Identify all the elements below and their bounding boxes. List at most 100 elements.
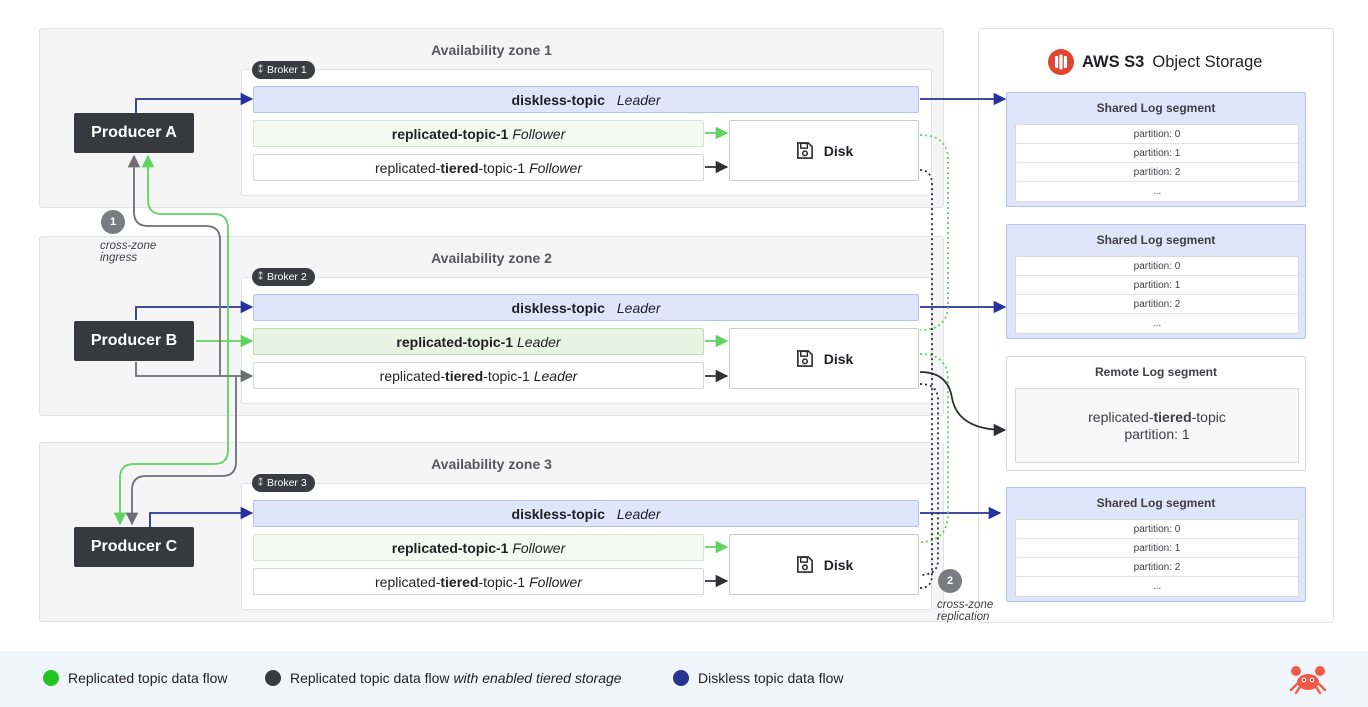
partition-row: partition: 2 [1016, 163, 1298, 182]
topic-role: Leader [533, 367, 578, 384]
kafka-icon: ⁑ [258, 477, 263, 489]
badge-cross-zone-ingress: 1 [101, 210, 125, 234]
topic-name-bold: tiered [440, 159, 479, 176]
kafka-icon: ⁑ [258, 271, 263, 283]
crab-logo-icon [1289, 666, 1327, 694]
topic-role: Follower [512, 125, 566, 142]
zone-title: Availability zone 1 [431, 42, 552, 58]
partition-row: ... [1152, 581, 1162, 592]
zone-title: Availability zone 2 [431, 250, 552, 266]
topic-role: Leader [616, 505, 661, 522]
topic-role: Follower [529, 159, 582, 176]
tiered-topic-row: replicated-tiered-topic-1 Follower [253, 568, 704, 595]
badge-cross-zone-replication: 2 [938, 569, 962, 593]
topic-name: diskless-topic [511, 91, 605, 108]
topic-name-prefix: replicated- [375, 573, 441, 590]
tiered-topic-row: replicated-tiered-topic-1 Follower [253, 154, 704, 181]
legend-text: Replicated topic data flow [68, 670, 228, 686]
badge-label-line: replication [937, 611, 990, 623]
topic-name: diskless-topic [511, 299, 605, 316]
legend-tiered: Replicated topic data flow with enabled … [265, 668, 622, 688]
blue-dot-icon [673, 670, 689, 686]
topic-name-bold: tiered [1153, 408, 1192, 425]
diskless-topic-row: diskless-topic Leader [253, 86, 919, 113]
diskless-flow-b [135, 300, 254, 320]
legend-text-italic: with enabled tiered storage [453, 670, 622, 686]
replicated-topic-row: replicated-topic-1 Follower [253, 534, 704, 561]
s3-header: AWS S3 Object Storage [1048, 48, 1262, 76]
tiered-ingress-a [127, 154, 221, 376]
shared-log-segment: Shared Log segment partition: 0 partitio… [1006, 487, 1306, 602]
save-disk-icon [796, 556, 813, 573]
topic-name-suffix: -topic-1 [478, 159, 526, 176]
disk-label: Disk [823, 350, 854, 367]
remote-partition-box: replicated-tiered-topic partition: 1 [1015, 388, 1299, 463]
partition-row: partition: 1 [1016, 276, 1298, 295]
partition-list: partition: 0 partition: 1 partition: 2 .… [1015, 124, 1299, 202]
topic-name-prefix: replicated- [375, 159, 441, 176]
legend-diskless: Diskless topic data flow [673, 668, 844, 688]
shared-log-segment: Shared Log segment partition: 0 partitio… [1006, 224, 1306, 339]
topic-role: Follower [512, 539, 566, 556]
segment-title: Shared Log segment [1096, 233, 1216, 247]
topic-name-suffix: -topic [1191, 408, 1226, 425]
segment-title: Shared Log segment [1096, 101, 1216, 115]
topic-name: replicated-topic-1 [396, 333, 514, 350]
partition-row: partition: 1 [1016, 144, 1298, 163]
topic-name-prefix: replicated- [1088, 408, 1154, 425]
diskless-topic-row: diskless-topic Leader [253, 500, 919, 527]
segment-title: Shared Log segment [1096, 496, 1216, 510]
producer-c: Producer C [74, 527, 194, 567]
partition-row: partition: 0 [1016, 257, 1298, 276]
disk-box: Disk [729, 328, 919, 389]
topic-name: replicated-topic-1 [391, 125, 509, 142]
kafka-icon: ⁑ [258, 64, 263, 76]
replication-dotted-dark-1 [919, 169, 933, 589]
topic-role: Leader [616, 299, 661, 316]
partition-list: partition: 0 partition: 1 partition: 2 .… [1015, 519, 1299, 597]
partition-list: partition: 0 partition: 1 partition: 2 .… [1015, 256, 1299, 334]
remote-partition: partition: 1 [1124, 425, 1190, 442]
tiered-topic-row: replicated-tiered-topic-1 Leader [253, 362, 704, 389]
s3-title-bold: AWS S3 [1082, 52, 1145, 71]
legend-text: Replicated topic data flow with enabled … [290, 670, 622, 686]
topic-name-bold: tiered [445, 367, 484, 384]
broker-label: Broker 2 [267, 271, 307, 283]
broker-label: Broker 1 [267, 64, 307, 76]
topic-name-bold: tiered [440, 573, 479, 590]
replicated-ingress-c [113, 330, 229, 526]
topic-role: Follower [529, 573, 582, 590]
badge-label-line: ingress [100, 252, 138, 264]
disk-box: Disk [729, 120, 919, 181]
producer-b: Producer B [74, 321, 194, 361]
zone-title: Availability zone 3 [431, 456, 552, 472]
remote-topic-name: replicated-tiered-topic [1088, 409, 1226, 426]
partition-row: ... [1152, 186, 1162, 197]
topic-name: diskless-topic [511, 505, 605, 522]
broker-tag-1: ⁑ Broker 1 [252, 61, 315, 79]
topic-name-suffix: -topic-1 [483, 367, 530, 384]
topic-role: Leader [517, 333, 561, 350]
broker-tag-2: ⁑ Broker 2 [252, 268, 315, 286]
save-disk-icon [796, 350, 813, 367]
badge-label-line: cross-zone [100, 240, 157, 252]
disk-label: Disk [823, 556, 854, 573]
topic-name-suffix: -topic-1 [478, 573, 526, 590]
badge-label-ingress: cross-zone ingress [100, 240, 156, 264]
tiered-upload-to-remote [919, 371, 1007, 437]
disk-label: Disk [823, 142, 854, 159]
tiered-ingress-c [125, 376, 237, 526]
legend-text: Diskless topic data flow [698, 670, 844, 686]
topic-role: Leader [616, 91, 661, 108]
badge-label-line: cross-zone [937, 599, 994, 611]
replication-dotted-dark-2 [919, 383, 939, 576]
diskless-topic-row: diskless-topic Leader [253, 294, 919, 321]
producer-a: Producer A [74, 113, 194, 153]
shared-log-segment: Shared Log segment partition: 0 partitio… [1006, 92, 1306, 207]
green-dot-icon [43, 670, 59, 686]
badge-label-replication: cross-zone replication [937, 599, 993, 623]
partition-row: ... [1152, 318, 1162, 329]
replication-dotted-green-1 [919, 134, 949, 331]
diskless-flow-a [135, 92, 254, 113]
